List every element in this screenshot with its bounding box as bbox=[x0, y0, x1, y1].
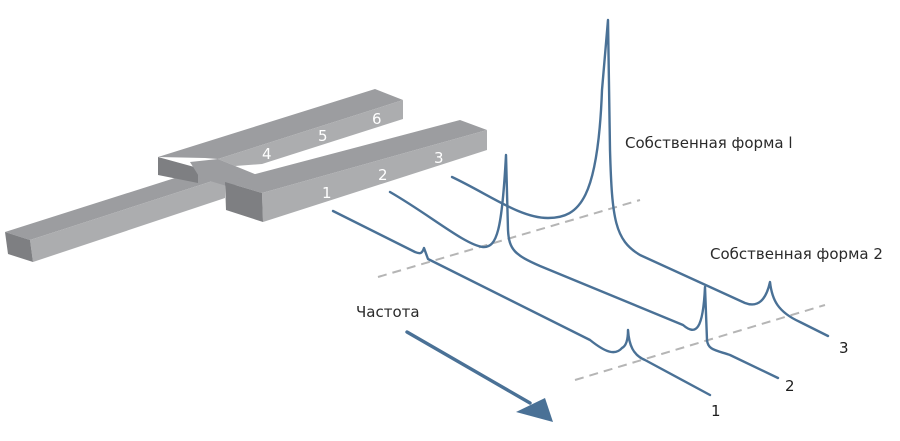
response-curve-3 bbox=[450, 18, 830, 338]
beam-point-1: 1 bbox=[322, 184, 332, 202]
back-arm-front-face bbox=[218, 100, 403, 166]
front-arm-top-face bbox=[225, 120, 487, 193]
response-curve-2 bbox=[388, 153, 780, 380]
frequency-arrow-icon bbox=[405, 330, 553, 422]
mode2-dashed-line bbox=[574, 304, 826, 381]
front-arm-front-face bbox=[262, 130, 487, 222]
front-arm-end-face bbox=[225, 182, 263, 222]
beam-structure: 1 2 3 4 5 6 bbox=[5, 89, 487, 262]
curve-label-1: 1 bbox=[711, 402, 721, 420]
frequency-axis-label: Частота bbox=[356, 303, 420, 321]
back-arm-top-face bbox=[158, 89, 403, 159]
mode2-label: Собственная форма 2 bbox=[710, 245, 883, 263]
handle-top-face bbox=[5, 170, 225, 240]
beam-point-6: 6 bbox=[372, 110, 382, 128]
beam-point-5: 5 bbox=[318, 127, 328, 145]
curve-label-2: 2 bbox=[785, 377, 795, 395]
handle-end-face bbox=[5, 232, 33, 262]
beam-point-2: 2 bbox=[378, 166, 388, 184]
beam-point-3: 3 bbox=[434, 149, 444, 167]
mode1-label: Собственная форма l bbox=[625, 134, 793, 152]
beam-point-4: 4 bbox=[262, 145, 272, 163]
response-curve-1 bbox=[331, 209, 712, 397]
curve-label-3: 3 bbox=[839, 339, 849, 357]
crossbar-end-face bbox=[158, 157, 198, 183]
handle-front-face bbox=[30, 177, 225, 262]
